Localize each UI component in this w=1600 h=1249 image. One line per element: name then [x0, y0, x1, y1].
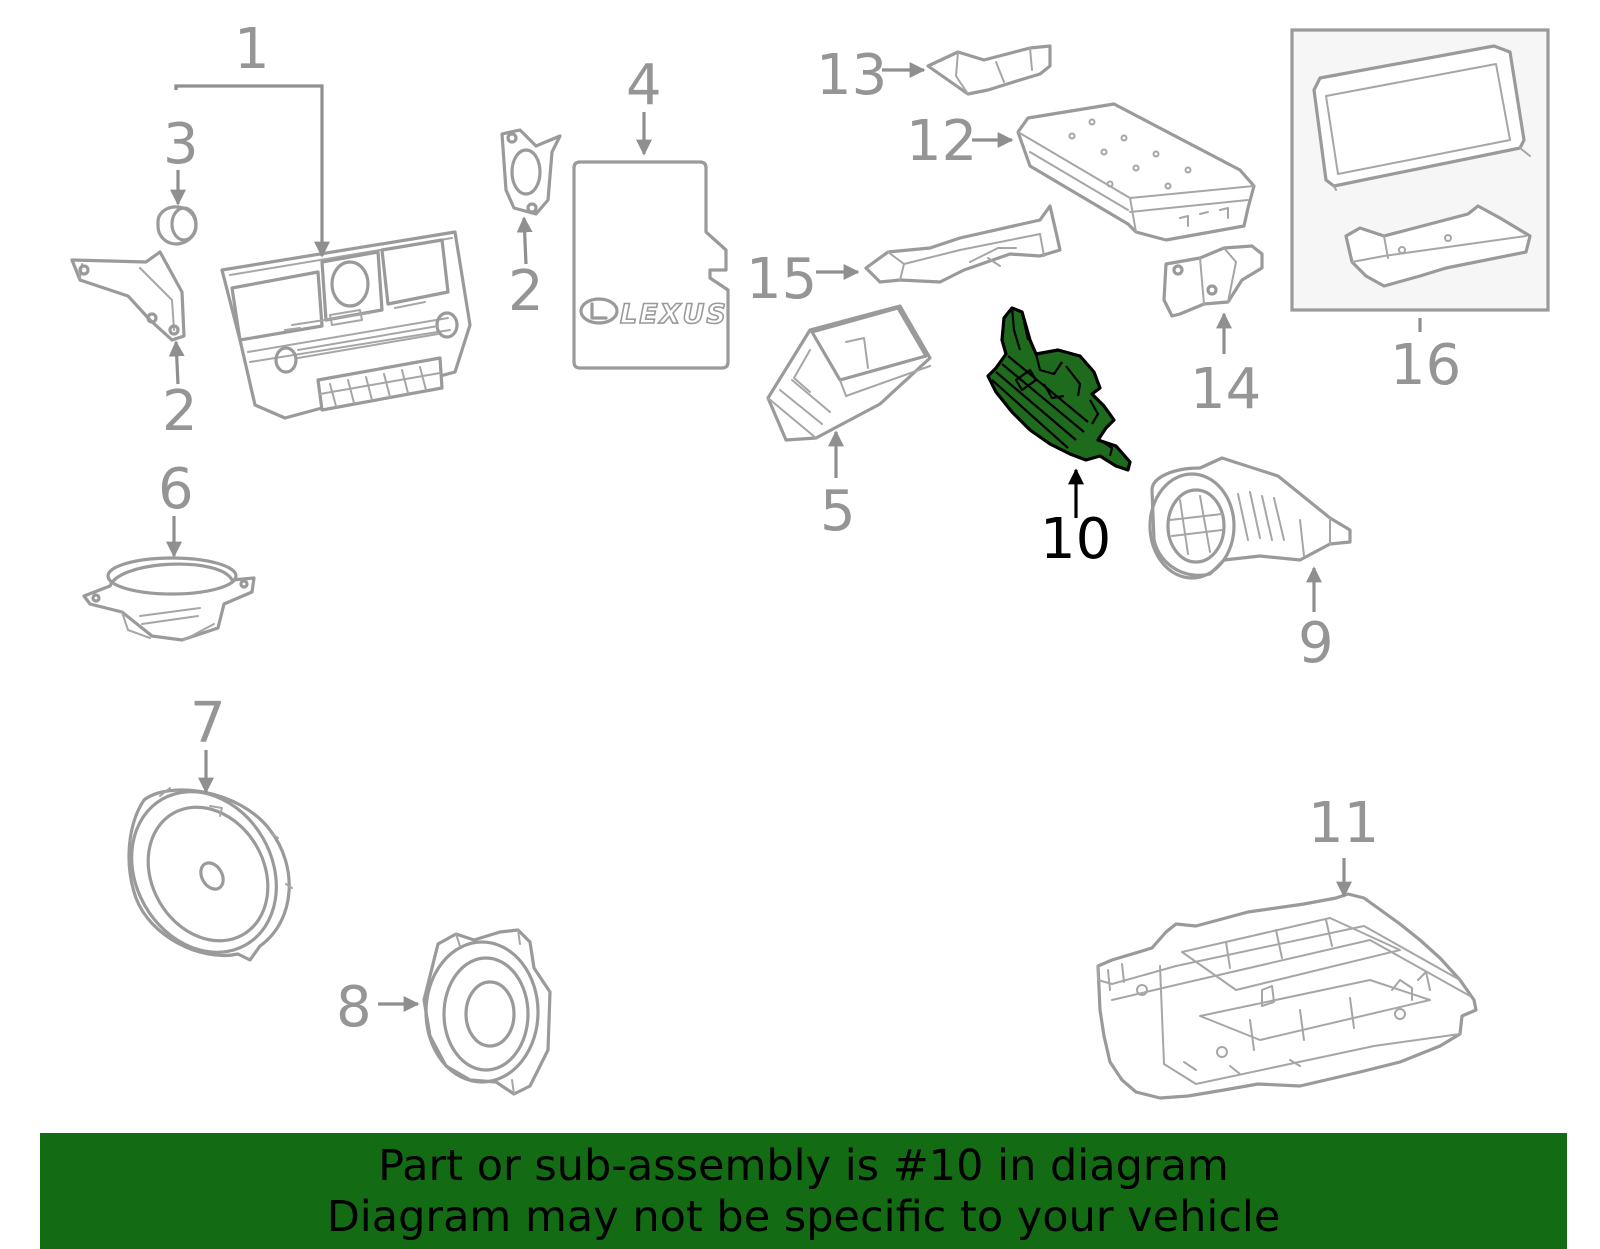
- callout-11: 11: [1308, 791, 1379, 856]
- callout-2-left: 2: [162, 379, 198, 444]
- leader-1: [174, 84, 322, 256]
- callout-8: 8: [336, 975, 372, 1040]
- part-3-knob[interactable]: [156, 205, 198, 246]
- part-4-owners-manual[interactable]: LEXUS: [572, 160, 730, 370]
- callout-13: 13: [816, 43, 887, 108]
- banner-line-2: Diagram may not be specific to your vehi…: [326, 1192, 1281, 1242]
- callout-4: 4: [626, 53, 662, 118]
- part-5-module[interactable]: [766, 304, 932, 442]
- callout-15: 15: [746, 247, 817, 312]
- banner-line-1: Part or sub-assembly is #10 in diagram: [378, 1141, 1229, 1191]
- part-9-speaker-duct[interactable]: [1148, 456, 1352, 580]
- part-14-bracket[interactable]: [1162, 244, 1264, 318]
- logo-lexus-text: LEXUS: [620, 299, 728, 330]
- callout-6: 6: [158, 457, 194, 522]
- callout-7: 7: [190, 691, 226, 756]
- part-7-door-speaker[interactable]: [103, 765, 305, 978]
- lexus-logo: LEXUS: [579, 297, 728, 331]
- callout-9: 9: [1298, 611, 1334, 676]
- callout-5: 5: [820, 479, 856, 544]
- callout-14: 14: [1190, 357, 1261, 422]
- part-2-center-bracket[interactable]: [500, 128, 562, 216]
- part-6-tweeter-speaker[interactable]: [82, 556, 256, 642]
- leader-2b: [516, 216, 533, 265]
- part-15-bracket[interactable]: [864, 204, 1062, 284]
- part-12-amplifier[interactable]: [1016, 102, 1256, 242]
- callout-1: 1: [234, 17, 270, 82]
- callout-12: 12: [906, 109, 977, 174]
- part-10-wire-harness[interactable]: [986, 306, 1132, 472]
- info-banner: Part or sub-assembly is #10 in diagram D…: [40, 1133, 1567, 1249]
- leader-2a: [168, 340, 185, 385]
- part-2-left-bracket[interactable]: [70, 250, 186, 342]
- callout-16: 16: [1390, 333, 1461, 398]
- callout-3: 3: [163, 112, 199, 177]
- part-16-display-inset[interactable]: [1290, 28, 1550, 312]
- part-1-radio-unit[interactable]: [220, 230, 472, 420]
- callout-10: 10: [1040, 507, 1111, 572]
- part-13-bracket[interactable]: [926, 44, 1052, 96]
- callout-2-center: 2: [508, 259, 544, 324]
- part-8-speaker[interactable]: [422, 928, 552, 1096]
- part-11-tray-bracket[interactable]: [1096, 892, 1478, 1100]
